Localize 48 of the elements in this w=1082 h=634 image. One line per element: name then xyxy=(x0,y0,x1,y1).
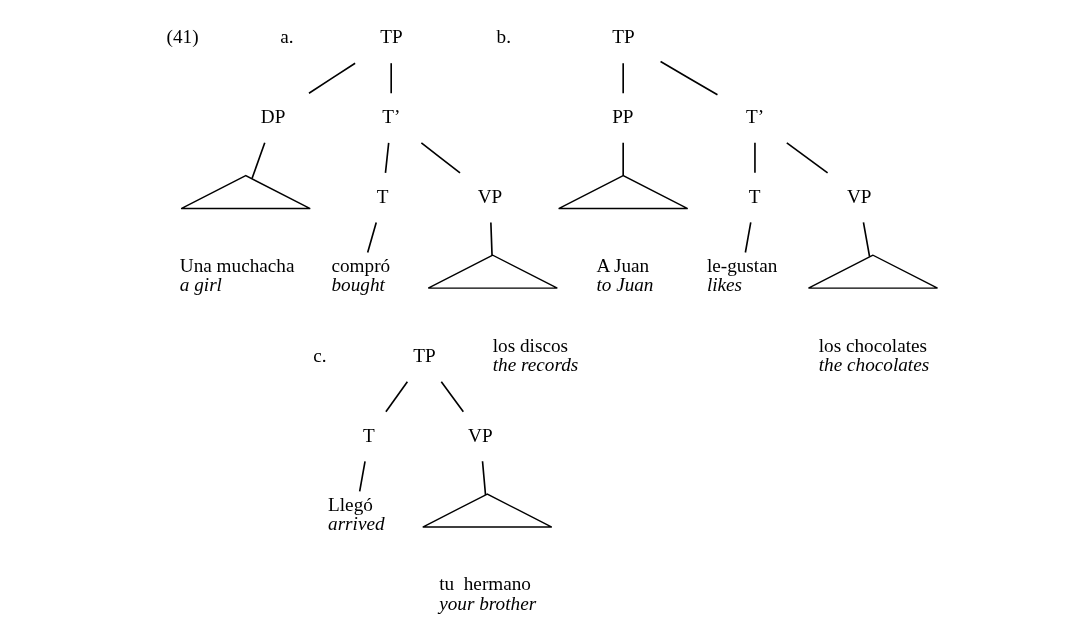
node-text: T’ xyxy=(381,106,400,128)
node-text: T xyxy=(362,424,375,446)
node-text: A Juan to Juan xyxy=(595,254,653,296)
label: (41) xyxy=(166,26,199,48)
connector xyxy=(489,221,493,257)
label: a. xyxy=(279,26,294,48)
node-text: VP xyxy=(477,185,502,207)
node-text: VP xyxy=(846,185,871,207)
connector xyxy=(481,460,486,496)
node-text: TP xyxy=(379,26,403,48)
connector xyxy=(621,142,624,177)
node-text: los discos the records xyxy=(492,334,578,375)
connector xyxy=(384,142,389,174)
node-text: los chocolates the chocolates xyxy=(818,334,929,375)
node-triangle xyxy=(807,254,938,289)
node-triangle xyxy=(421,493,552,528)
node-triangle xyxy=(557,174,688,210)
connector xyxy=(358,460,366,493)
node-text: tu hermano your brother xyxy=(438,573,536,614)
connector xyxy=(366,221,377,254)
connector xyxy=(621,62,624,95)
node-text: T xyxy=(748,185,760,207)
connector xyxy=(307,62,356,95)
node-triangle xyxy=(427,254,558,289)
connector xyxy=(862,221,870,258)
node-text: VP xyxy=(467,424,493,446)
node-text: T xyxy=(376,185,389,207)
connector xyxy=(420,142,461,174)
label: c. xyxy=(312,344,326,366)
connector xyxy=(785,142,828,174)
node-text: Llegó arrived xyxy=(327,493,385,535)
connector xyxy=(440,380,464,413)
connector xyxy=(753,142,756,174)
node-text: le-gustan likes xyxy=(706,254,777,296)
node-text: Una muchacha a girl xyxy=(179,254,294,296)
connector xyxy=(744,221,752,254)
node-text: TP xyxy=(412,344,436,366)
node-text: PP xyxy=(611,106,634,128)
connector xyxy=(659,60,718,96)
node-text: TP xyxy=(611,26,635,48)
connector xyxy=(250,142,266,180)
label: b. xyxy=(496,26,511,48)
node-text: T’ xyxy=(745,106,764,128)
node-text: compró bought xyxy=(330,254,390,296)
connector xyxy=(384,380,408,413)
connector xyxy=(389,62,392,95)
node-triangle xyxy=(180,174,311,210)
node-text: DP xyxy=(260,106,285,128)
